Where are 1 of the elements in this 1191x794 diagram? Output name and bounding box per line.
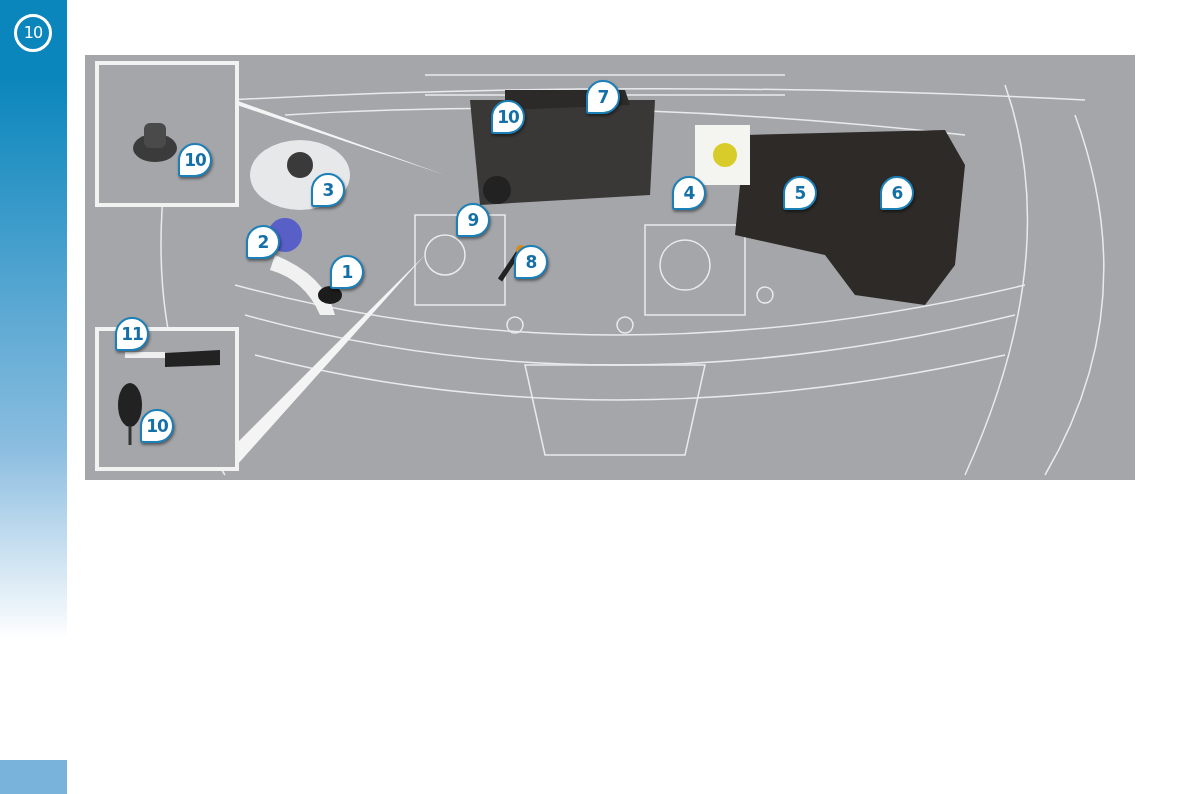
chapter-number: 10 [14, 14, 52, 52]
